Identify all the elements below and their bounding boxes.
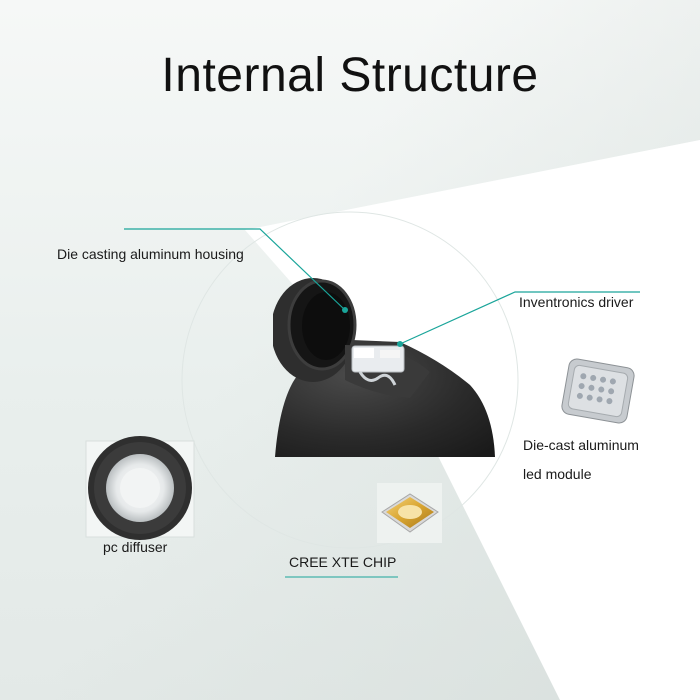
label-housing: Die casting aluminum housing	[57, 246, 244, 262]
label-module-line2: led module	[523, 466, 592, 482]
outline-circle	[181, 211, 519, 549]
chip-image	[377, 483, 442, 543]
housing-leader	[124, 228, 346, 311]
driver-box	[351, 345, 405, 386]
label-diffuser: pc diffuser	[103, 539, 168, 555]
led-module-image	[561, 358, 635, 424]
label-module-line1: Die-cast aluminum	[523, 437, 639, 453]
lamp-assembly	[273, 278, 495, 457]
page-title: Internal Structure	[161, 49, 539, 102]
diffuser-image	[85, 436, 195, 540]
label-driver: Inventronics driver	[519, 294, 634, 310]
label-chip: CREE XTE CHIP	[289, 554, 397, 570]
leader-lines	[124, 228, 640, 347]
driver-leader	[399, 291, 640, 345]
